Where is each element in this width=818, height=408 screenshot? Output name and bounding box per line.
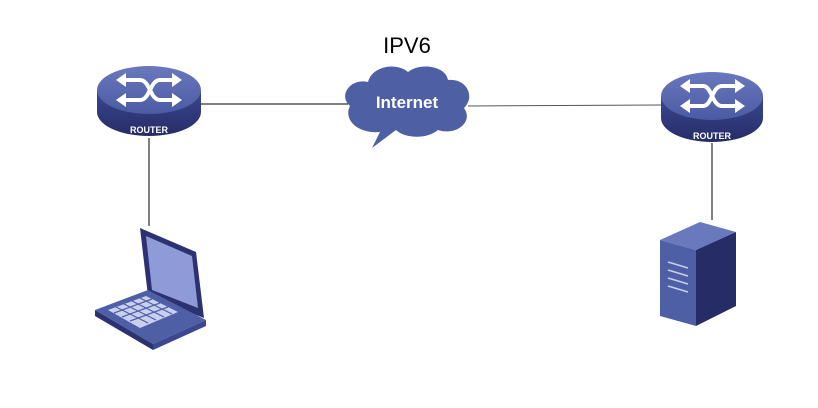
cloud-label: Internet (376, 93, 439, 112)
router-icon (97, 66, 201, 136)
router-right-label: ROUTER (693, 131, 732, 141)
diagram-title: IPV6 (383, 33, 431, 58)
cloud-icon (345, 66, 470, 148)
router-left-label: ROUTER (130, 125, 169, 135)
router-icon (661, 72, 763, 142)
laptop-icon (95, 228, 206, 350)
server-icon (660, 222, 736, 326)
link-internet-router-right (467, 104, 663, 107)
